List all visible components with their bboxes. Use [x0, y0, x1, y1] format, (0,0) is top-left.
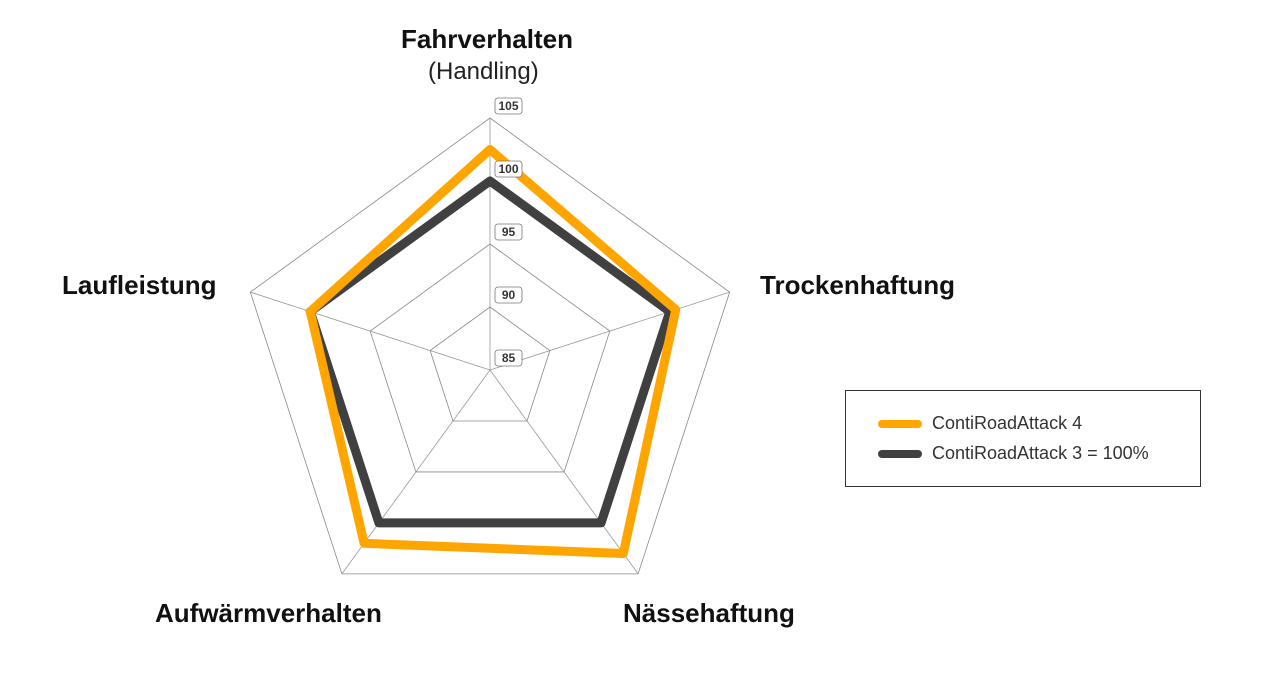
axis-spoke [250, 291, 491, 371]
tick-label-box [494, 349, 523, 367]
tick-label-box [494, 160, 523, 178]
axis-label-naessehaftung: Nässehaftung [623, 598, 795, 628]
legend-item-cra4: ContiRoadAttack 4 [878, 413, 1082, 434]
tick-label-box [494, 97, 523, 115]
series-line [305, 145, 681, 558]
tick-label: 100 [498, 162, 518, 176]
axis-label-fahrverhalten: Fahrverhalten [401, 24, 573, 54]
legend-swatch [878, 419, 922, 428]
axis-label-trockenhaftung: Trockenhaftung [760, 270, 956, 300]
tick-label: 85 [502, 351, 516, 365]
axis-subtitle-handling: (Handling) [428, 58, 539, 85]
tick-label-box [494, 286, 523, 304]
grid-ring-90 [429, 306, 551, 422]
axis-label-laufleistung: Laufleistung [62, 270, 217, 300]
legend-item-cra3: ContiRoadAttack 3 = 100% [878, 443, 1149, 464]
axis-spoke [489, 291, 730, 371]
legend-swatch [878, 449, 922, 458]
grid-ring-95 [369, 243, 611, 473]
tick-label: 95 [502, 225, 516, 239]
legend-label: ContiRoadAttack 3 = 100% [932, 443, 1149, 463]
legend: ContiRoadAttack 4 ContiRoadAttack 3 = 10… [845, 390, 1201, 487]
tick-label: 90 [502, 288, 516, 302]
axis-label-aufwaermverhalten: Aufwärmverhalten [155, 598, 382, 628]
tick-label-box [494, 223, 523, 241]
legend-label: ContiRoadAttack 4 [932, 413, 1083, 433]
tick-label: 105 [498, 99, 518, 113]
axis-spoke [489, 369, 639, 575]
grid-ring-105 [249, 117, 731, 575]
